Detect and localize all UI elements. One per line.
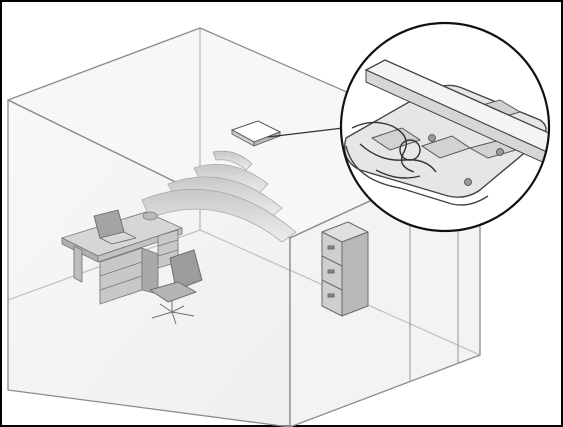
filing-cabinet xyxy=(322,222,368,316)
desk-mouse xyxy=(143,212,157,220)
